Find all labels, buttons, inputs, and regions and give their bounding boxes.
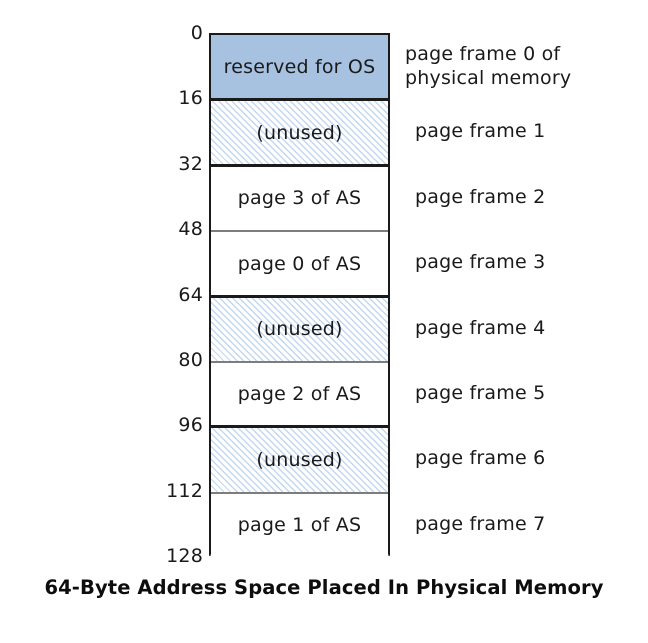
address-tick: 0 bbox=[190, 22, 203, 44]
memory-frame-label: page 1 of AS bbox=[237, 514, 362, 536]
memory-frame: (unused) bbox=[211, 297, 388, 362]
memory-frame-label: page 0 of AS bbox=[237, 252, 362, 275]
memory-frame-label: reserved for OS bbox=[223, 56, 376, 78]
frame-annotation: page frame 1 bbox=[415, 120, 546, 142]
memory-frame-label: page 3 of AS bbox=[237, 187, 362, 209]
frame-annotation: page frame 3 bbox=[415, 251, 546, 273]
frame-annotation: page frame 0 of physical memory bbox=[405, 42, 572, 89]
address-tick: 16 bbox=[178, 87, 203, 109]
memory-frame: reserved for OS bbox=[211, 35, 388, 100]
frame-divider bbox=[211, 164, 388, 167]
address-tick: 48 bbox=[178, 218, 203, 240]
figure-caption: 64-Byte Address Space Placed In Physical… bbox=[44, 576, 604, 599]
frame-annotation-column: page frame 0 of physical memory page fram… bbox=[390, 33, 648, 556]
memory-frame: page 1 of AS bbox=[211, 493, 388, 558]
address-tick: 112 bbox=[166, 480, 203, 502]
frame-annotation: page frame 7 bbox=[415, 512, 546, 535]
address-tick: 80 bbox=[178, 349, 203, 371]
memory-frame-label: (unused) bbox=[256, 318, 343, 340]
frame-annotation: page frame 6 bbox=[415, 447, 546, 469]
physical-memory-column: reserved for OS (unused) page 3 of AS page … bbox=[209, 33, 390, 558]
address-ruler: 0 16 32 48 64 80 96 112 128 bbox=[150, 24, 203, 566]
frame-annotation: page frame 4 bbox=[415, 316, 546, 339]
memory-frame: page 3 of AS bbox=[211, 166, 388, 231]
memory-frame-label: page 2 of AS bbox=[237, 383, 362, 405]
memory-frame: (unused) bbox=[211, 100, 388, 166]
frame-divider bbox=[211, 492, 388, 494]
frame-divider bbox=[211, 230, 388, 232]
memory-frame-label: (unused) bbox=[256, 448, 343, 471]
frame-divider bbox=[211, 295, 388, 298]
memory-frame: page 0 of AS bbox=[211, 231, 388, 297]
frame-divider bbox=[211, 425, 388, 428]
frame-annotation: page frame 5 bbox=[415, 381, 546, 404]
frame-divider bbox=[211, 98, 388, 101]
address-tick: 32 bbox=[178, 153, 203, 175]
address-tick: 128 bbox=[166, 545, 203, 567]
frame-annotation: page frame 2 bbox=[415, 185, 546, 208]
address-tick: 96 bbox=[178, 414, 203, 436]
memory-frame: (unused) bbox=[211, 427, 388, 493]
memory-frame: page 2 of AS bbox=[211, 362, 388, 427]
address-tick: 64 bbox=[178, 284, 203, 306]
frame-divider bbox=[211, 361, 388, 363]
memory-frame-label: (unused) bbox=[256, 121, 343, 144]
